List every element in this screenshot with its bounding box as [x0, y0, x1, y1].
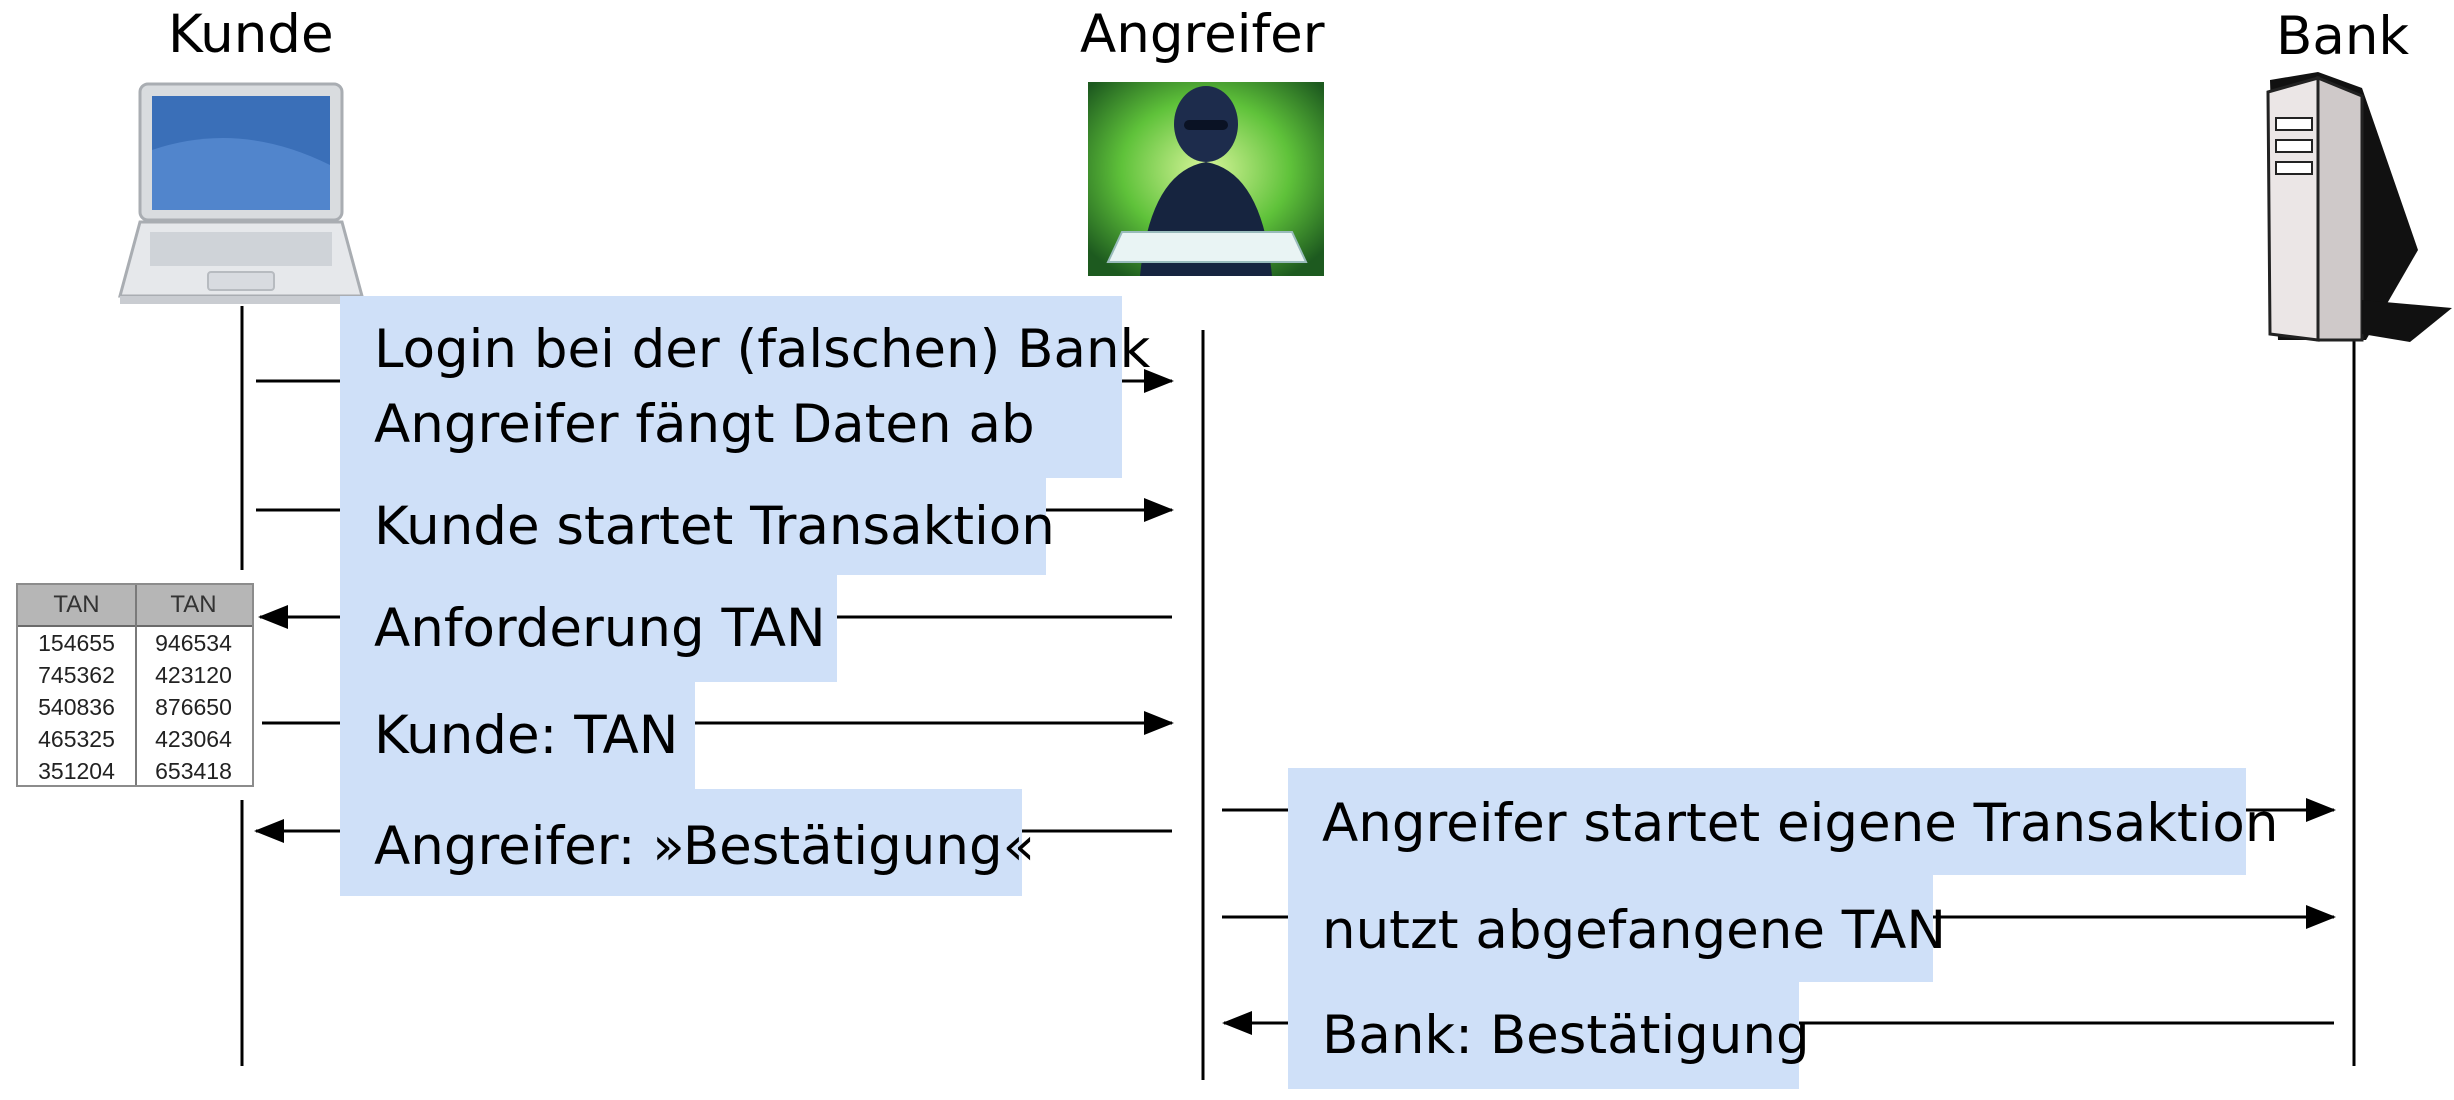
tan-table-row: 540836 876650 — [18, 691, 252, 723]
actor-label-bank: Bank — [2276, 6, 2410, 67]
message-bestaetigung-fake: Angreifer: »Bestätigung« — [340, 789, 1036, 896]
message-eigene-transaktion-line-1: Angreifer startet eigene Transaktion — [1322, 793, 2279, 854]
message-nutzt-tan-line-1: nutzt abgefangene TAN — [1322, 900, 1946, 961]
tan-table-row: 465325 423064 — [18, 723, 252, 755]
tan-table-header-2: TAN — [170, 591, 217, 618]
tan-cell: 876650 — [155, 694, 232, 720]
hacker-icon — [1088, 82, 1324, 276]
server-icon — [2266, 72, 2452, 342]
message-eigene-transaktion: Angreifer startet eigene Transaktion — [1288, 768, 2279, 875]
actor-label-kunde: Kunde — [168, 4, 334, 65]
tan-table-row: 154655 946534 — [18, 627, 252, 659]
tan-cell: 154655 — [38, 630, 115, 656]
tan-cell: 745362 — [38, 662, 115, 688]
message-login: Login bei der (falschen) Bank Angreifer … — [340, 296, 1151, 478]
message-bank-bestaetigung: Bank: Bestätigung — [1288, 982, 1810, 1089]
message-kunde-tan: Kunde: TAN — [340, 682, 695, 789]
tan-table-divider — [135, 585, 137, 785]
message-login-line-2: Angreifer fängt Daten ab — [374, 394, 1035, 455]
message-bestaetigung-fake-line-1: Angreifer: »Bestätigung« — [374, 816, 1036, 877]
tan-cell: 946534 — [155, 630, 232, 656]
message-nutzt-tan: nutzt abgefangene TAN — [1288, 875, 1946, 982]
laptop-icon — [118, 82, 364, 304]
tan-cell: 540836 — [38, 694, 115, 720]
tan-table-header-1: TAN — [53, 591, 100, 618]
tan-cell: 423120 — [155, 662, 232, 688]
tan-table-row: 351204 653418 — [18, 755, 252, 787]
tan-table: TAN TAN 154655 946534 745362 423120 5408… — [16, 583, 254, 787]
message-transaktion: Kunde startet Transaktion — [340, 478, 1055, 575]
message-login-line-1: Login bei der (falschen) Bank — [374, 319, 1151, 380]
tan-cell: 465325 — [38, 726, 115, 752]
tan-cell: 653418 — [155, 758, 232, 784]
message-bank-bestaetigung-line-1: Bank: Bestätigung — [1322, 1005, 1810, 1066]
tan-cell: 351204 — [38, 758, 115, 784]
tan-table-row: 745362 423120 — [18, 659, 252, 691]
message-kunde-tan-line-1: Kunde: TAN — [374, 705, 679, 766]
message-anforderung: Anforderung TAN — [340, 575, 837, 682]
message-anforderung-line-1: Anforderung TAN — [374, 598, 826, 659]
message-transaktion-line-1: Kunde startet Transaktion — [374, 496, 1055, 557]
actor-label-angreifer: Angreifer — [1080, 4, 1325, 65]
tan-cell: 423064 — [155, 726, 232, 752]
